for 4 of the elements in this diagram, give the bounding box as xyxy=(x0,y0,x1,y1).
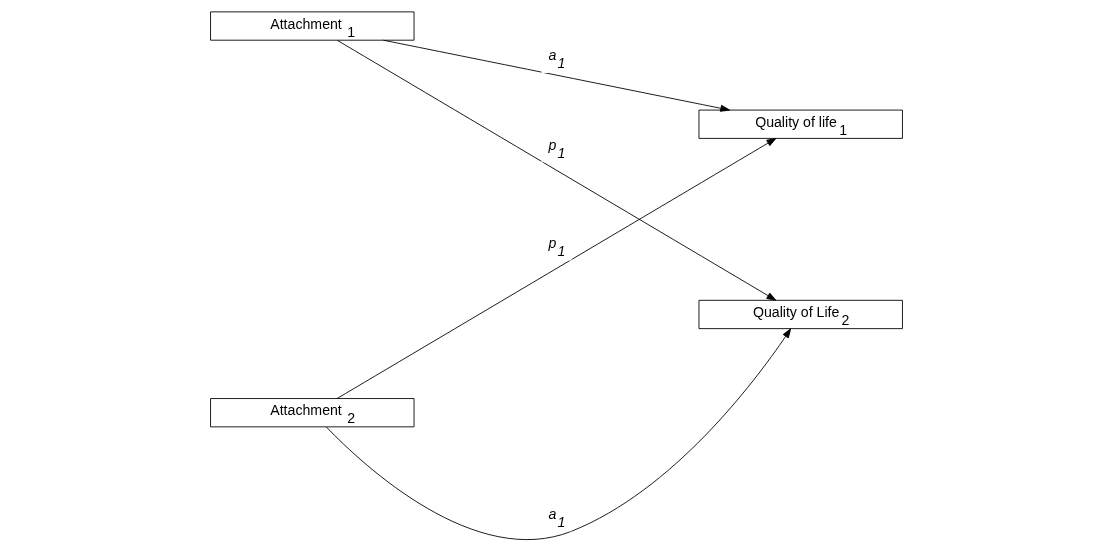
arrow xyxy=(382,39,730,112)
arrow xyxy=(325,328,791,540)
arrow xyxy=(336,138,776,399)
arrow xyxy=(336,39,776,301)
